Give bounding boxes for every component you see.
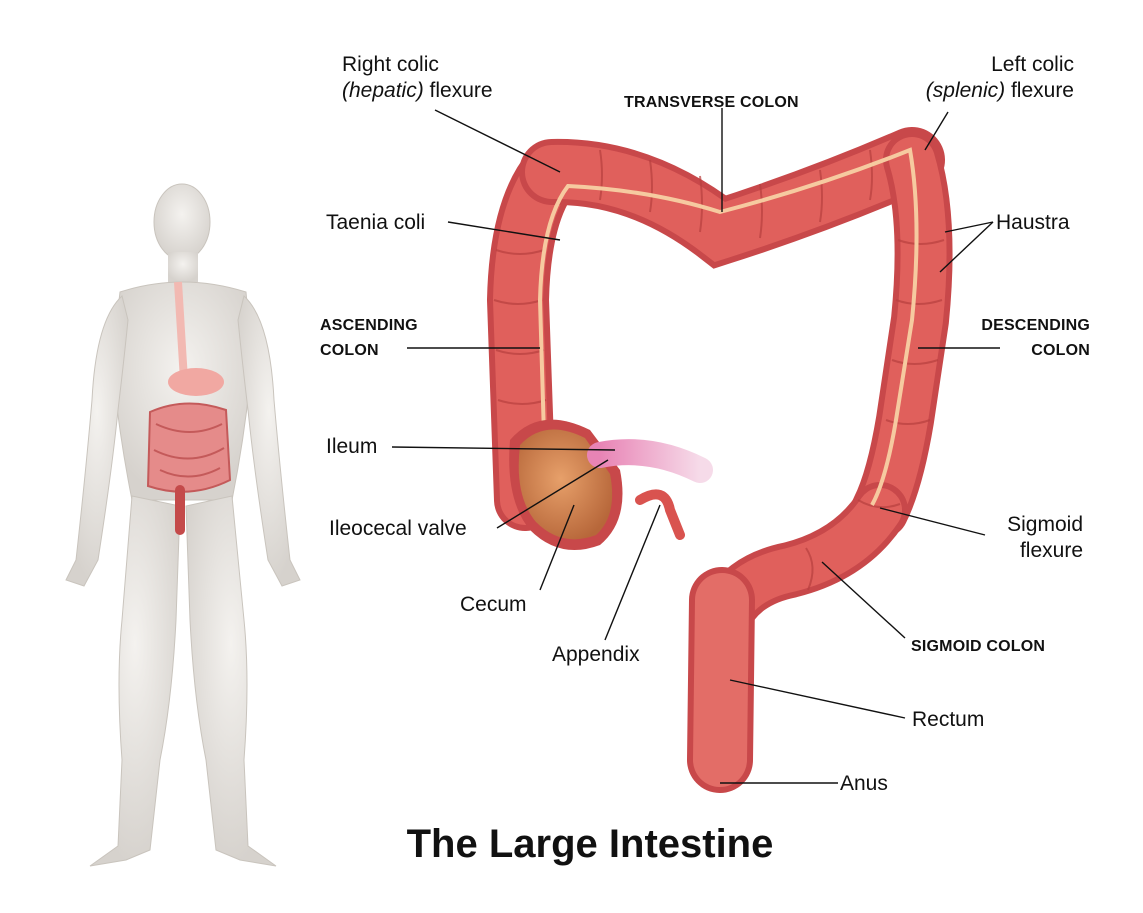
leader-lines [391, 108, 1000, 784]
label-rectum: Rectum [912, 708, 985, 731]
label-descending-colon: DESCENDING COLON [940, 313, 1090, 363]
label-right-colic-line1: Right colic [342, 53, 439, 76]
label-ascending-colon-line1: ASCENDING [320, 317, 418, 334]
label-cecum: Cecum [460, 593, 527, 616]
colon-illustration [486, 127, 953, 793]
label-left-colic-line1: Left colic [991, 53, 1074, 76]
label-sigmoid-colon: SIGMOID COLON [911, 638, 1046, 655]
label-left-colic-line2: (splenic) flexure [880, 78, 1074, 104]
label-transverse-colon: TRANSVERSE COLON [624, 94, 799, 111]
label-right-colic-flexure-word: flexure [423, 79, 493, 102]
label-right-colic-flexure: Right colic (hepatic) flexure [342, 52, 493, 104]
label-ileum: Ileum [326, 435, 378, 458]
label-descending-colon-line2: COLON [1031, 342, 1090, 359]
label-ascending-colon: ASCENDING COLON [320, 313, 418, 363]
label-appendix: Appendix [552, 643, 640, 666]
label-sigmoid-flexure-line2: flexure [1019, 539, 1083, 562]
label-ileocecal-valve: Ileocecal valve [329, 517, 467, 540]
label-left-colic-splenic: (splenic) [925, 79, 1006, 102]
label-ascending-colon-line2: COLON [320, 342, 379, 359]
human-body-figure [65, 183, 301, 867]
label-anus: Anus [840, 772, 888, 795]
label-left-colic-flexure: Left colic (splenic) flexure [880, 52, 1074, 104]
diagram-title: The Large Intestine [406, 822, 774, 866]
label-sigmoid-flexure: Sigmoid flexure [960, 512, 1083, 564]
label-right-colic-line2: (hepatic) flexure [342, 78, 493, 104]
label-haustra: Haustra [996, 211, 1070, 234]
label-sigmoid-flexure-line1: Sigmoid [1007, 513, 1083, 536]
label-right-colic-hepatic: (hepatic) [342, 79, 424, 102]
label-taenia-coli: Taenia coli [326, 211, 426, 234]
label-descending-colon-line1: DESCENDING [981, 317, 1090, 334]
label-left-colic-flexure-word: flexure [1005, 79, 1074, 102]
